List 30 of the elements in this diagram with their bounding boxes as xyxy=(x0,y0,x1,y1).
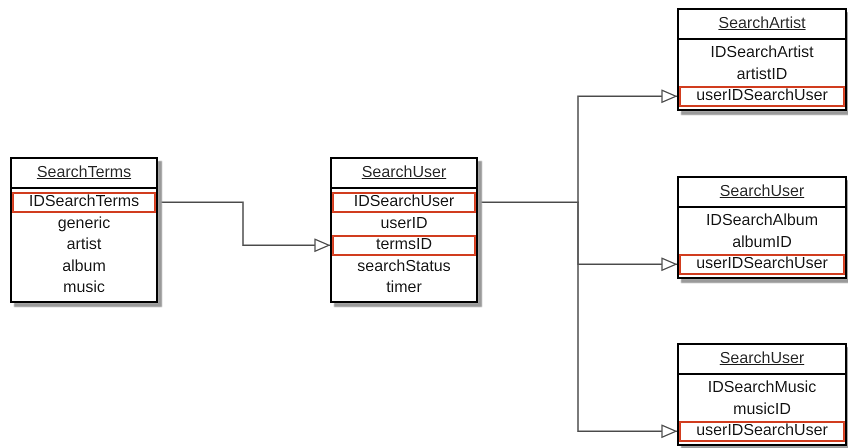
field-name: timer xyxy=(386,280,422,296)
field-name: IDSearchMusic xyxy=(708,380,816,396)
entity-table xyxy=(10,157,158,302)
field-name: userID xyxy=(380,216,428,232)
field-name: album xyxy=(62,258,106,275)
entity-table xyxy=(677,8,847,110)
highlighted-field: IDSearchUser xyxy=(332,192,476,212)
field-name: music xyxy=(63,280,105,296)
highlighted-field: termsID xyxy=(332,235,476,256)
entity-table xyxy=(677,343,847,446)
field-name: IDSearchAlbum xyxy=(706,213,818,230)
highlighted-field: userIDSearchUser xyxy=(679,254,845,274)
table-title: SearchUser xyxy=(362,165,446,181)
table-title: SearchUser xyxy=(720,184,804,200)
field-name: musicID xyxy=(733,402,791,418)
connector-arrow xyxy=(158,202,330,252)
field-name: albumID xyxy=(732,234,792,251)
highlighted-field: userIDSearchUser xyxy=(679,421,845,442)
table-title: SearchUser xyxy=(720,351,804,367)
field-name: artistID xyxy=(736,66,788,83)
entity-table xyxy=(677,176,847,278)
table-title: SearchArtist xyxy=(718,16,806,32)
field-name: IDSearchArtist xyxy=(710,45,814,62)
highlighted-field: IDSearchTerms xyxy=(12,192,156,212)
field-name: searchStatus xyxy=(357,258,451,275)
entity-table xyxy=(330,157,478,302)
table-title: SearchTerms xyxy=(36,165,132,181)
highlighted-field: userIDSearchUser xyxy=(679,86,845,106)
field-name: generic xyxy=(58,216,110,232)
field-name: artist xyxy=(66,237,102,254)
